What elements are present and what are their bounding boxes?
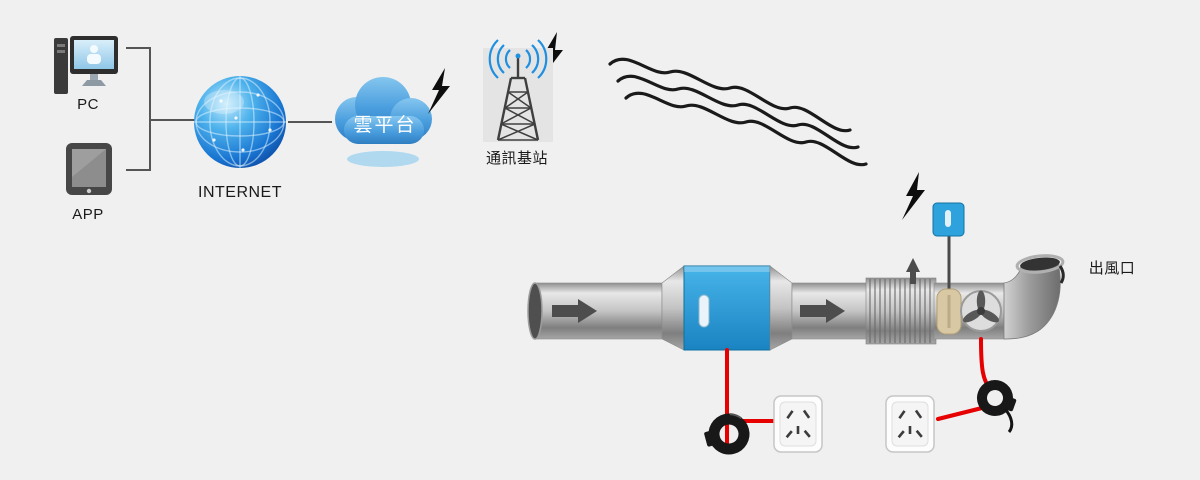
cloud-platform-label: 雲平台 [353, 115, 417, 136]
radio-waves-icon [488, 39, 548, 79]
purifier-unit [683, 265, 771, 351]
ct-clamp-icon [977, 380, 1017, 416]
up-arrow-icon [906, 258, 920, 284]
airflow-arrow-icon [552, 299, 597, 323]
signal-wave-lines [608, 57, 868, 167]
clamp-cable [1003, 408, 1014, 433]
power-wire [725, 337, 992, 454]
wall-socket [885, 395, 935, 453]
bracket-connector [126, 47, 196, 171]
internet-label: INTERNET [198, 184, 282, 201]
lightning-bolt-icon [902, 172, 925, 220]
base-station-icon [483, 39, 553, 142]
lightning-bolt-icon [428, 68, 450, 114]
wall-socket [773, 395, 823, 453]
duct-elbow-outlet [1003, 254, 1065, 340]
sensor-probe-mount [936, 288, 962, 335]
cloud-platform-icon [335, 77, 432, 167]
pc-icon [54, 36, 118, 94]
flex-duct-section [865, 277, 937, 345]
duct-contraction-cone [769, 265, 793, 351]
pc-label: PC [77, 96, 99, 113]
wireless-sensor-icon [932, 202, 965, 237]
internet-globe-icon [194, 76, 286, 168]
ct-clamp-icon [704, 413, 750, 455]
duct-expansion-cone [661, 265, 685, 351]
air-outlet-label: 出風口 [1088, 260, 1136, 277]
tablet-icon [66, 143, 112, 195]
app-label: APP [72, 206, 104, 223]
fan-icon [960, 290, 1002, 332]
airflow-arrow-icon [800, 299, 845, 323]
base-station-label: 通訊基站 [485, 150, 548, 167]
